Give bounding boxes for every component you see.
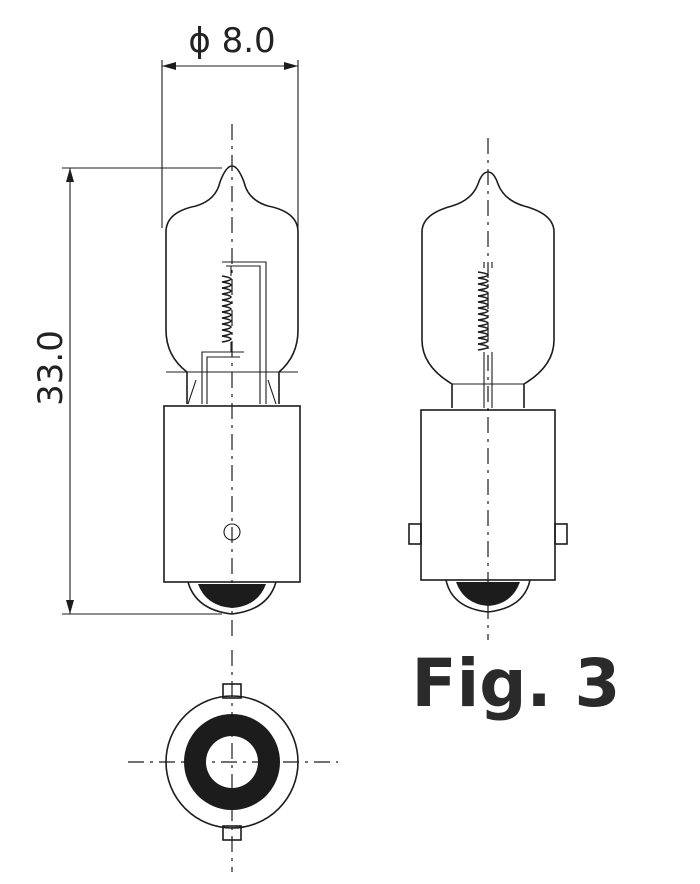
- bulb-rotated-view: [408, 138, 568, 640]
- diameter-label: ϕ 8.0: [188, 21, 275, 61]
- figure-label: Fig. 3: [412, 645, 621, 722]
- filament-coil: [219, 266, 243, 352]
- bayonet-pin-right: [554, 523, 568, 545]
- filament-supports: [201, 261, 267, 404]
- bayonet-pin-left: [408, 523, 422, 545]
- diameter-dimension: ϕ 8.0: [161, 21, 299, 228]
- bulb-end-view: [128, 650, 338, 872]
- bulb-base: [163, 405, 301, 583]
- length-dimension: 33.0: [31, 167, 222, 615]
- bulb-side-view: ϕ 8.0 33.0: [31, 21, 301, 640]
- length-label: 33.0: [31, 330, 71, 406]
